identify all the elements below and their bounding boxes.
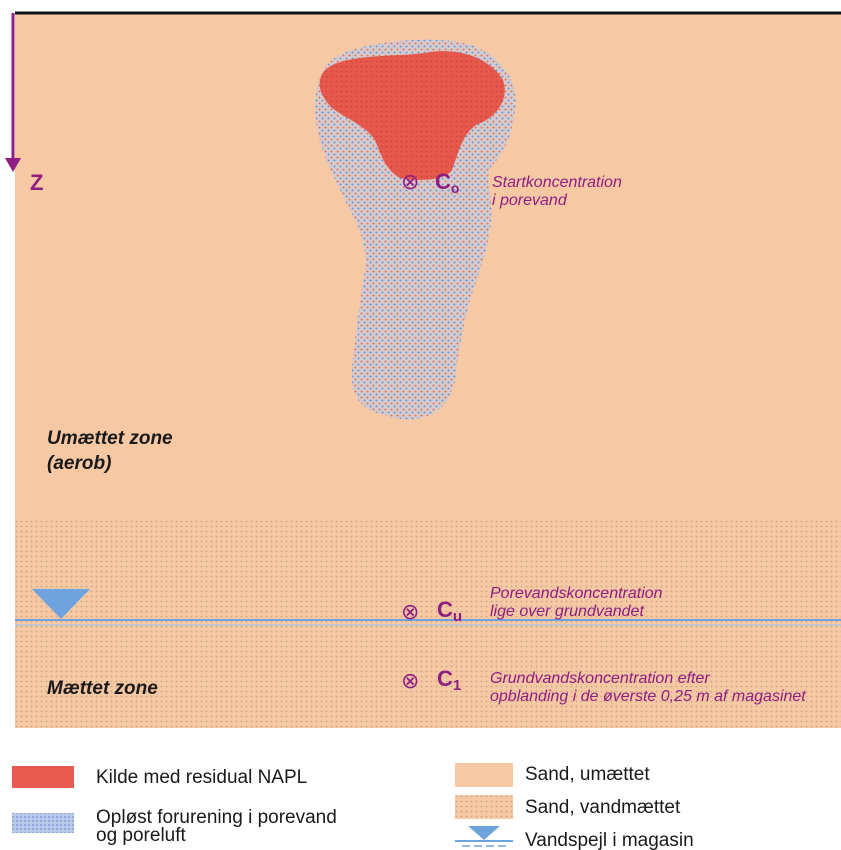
legend-water-table-icon [468, 826, 500, 840]
legend-sand-sat-swatch [455, 795, 513, 819]
legend-plume-swatch [12, 813, 74, 833]
legend-plume-label-line2: og poreluft [96, 825, 187, 846]
legend-napl-swatch [12, 766, 74, 788]
c0-marker-icon: ⊗ [401, 170, 419, 195]
c1-note-line2: opblanding i de øverste 0,25 m af magasi… [490, 688, 806, 705]
unsaturated-zone-sublabel: (aerob) [47, 453, 111, 474]
legend-napl-label: Kilde med residual NAPL [96, 767, 307, 788]
unsaturated-zone-label: Umættet zone [47, 428, 173, 449]
legend-water-table-label: Vandspejl i magasin [525, 830, 694, 850]
saturated-zone-label: Mættet zone [47, 678, 158, 699]
c1-note-line1: Grundvandskoncentration efter [490, 670, 710, 687]
z-axis-label: Z [30, 170, 43, 195]
c0-note-line2: i porevand [492, 192, 568, 209]
legend-sand-sat-label: Sand, vandmættet [525, 797, 681, 818]
legend-sand-unsat-swatch [455, 763, 513, 787]
c0-note-line1: Startkoncentration [492, 174, 622, 191]
cu-note-line1: Porevandskoncentration [490, 585, 663, 602]
legend-sand-unsat-label: Sand, umættet [525, 764, 650, 785]
cu-note-line2: lige over grundvandet [490, 603, 644, 620]
c1-marker-icon: ⊗ [401, 669, 419, 694]
cu-marker-icon: ⊗ [401, 600, 419, 625]
